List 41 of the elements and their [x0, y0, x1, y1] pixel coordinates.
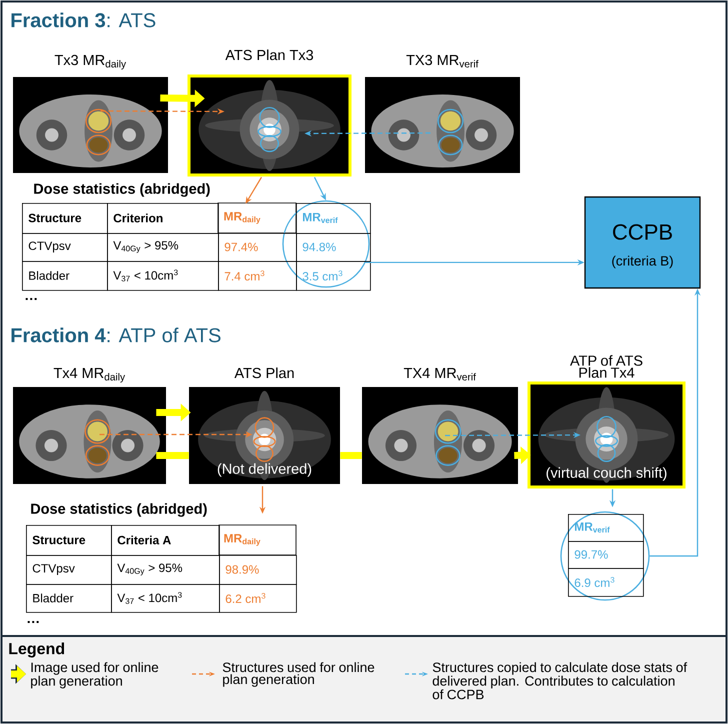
highlight-circle: [560, 511, 650, 601]
table-cell: V$_{40Gy}$ > 95%: [107, 233, 219, 262]
image-caption: (Not delivered): [218, 463, 312, 477]
table-cell: 97.4%: [218, 233, 297, 262]
column-header: MR$_{daily}$: [218, 524, 296, 556]
section-heading: Fraction 4: ATP of ATS: [12, 328, 220, 342]
image-title: TX4 MR$_{verif}$: [404, 368, 476, 380]
table-cell: 98.9%: [219, 555, 297, 585]
table-cell: Criteria A: [111, 525, 220, 556]
image-title: Tx3 MR$_{daily}$: [54, 54, 126, 70]
table-cell: 7.4 cm$^{3}$: [218, 261, 297, 291]
table-cell: V$_{37}$ < 10cm$^{3}$: [111, 584, 220, 613]
image-title: ATS Plan Tx3: [225, 50, 314, 60]
image-title: ATS Plan: [234, 368, 294, 378]
table-cell: Structure: [26, 525, 112, 556]
image-title: TX3 MR$_{verif}$: [406, 54, 478, 68]
legend-text: Structures copied to calculate dose stats of delivered plan. Contributes to calculation of CCPB: [432, 662, 688, 700]
table-cell: V$_{37}$ < 10cm$^{3}$: [107, 261, 219, 291]
table-cell: V$_{40Gy}$ > 95%: [111, 555, 220, 585]
table-cell: CTVpsv: [26, 555, 112, 585]
image-title: ATP of ATS Plan Tx4: [570, 355, 642, 378]
table-cell: 6.2 cm$^{3}$: [219, 584, 297, 613]
table-title: Dose statistics (abridged): [31, 503, 207, 517]
table-cell: Bladder: [26, 584, 112, 613]
table-cell: CTVpsv: [22, 233, 108, 262]
table-cell: 3.5 cm$^{3}$: [296, 261, 371, 291]
table-cell: Criterion: [107, 203, 219, 234]
ellipsis: …: [28, 620, 39, 624]
table-cell: Structure: [22, 203, 108, 234]
result-box: CCPB (criteria B): [584, 196, 701, 289]
highlight-circle: [282, 200, 370, 288]
table-title: Dose statistics (abridged): [34, 183, 210, 197]
ellipsis: …: [26, 298, 37, 300]
legend-title: Legend: [9, 642, 64, 658]
table-cell: Bladder: [22, 261, 108, 291]
image-title: Tx4 MR$_{daily}$: [54, 368, 126, 382]
image-caption: (virtual couch shift): [546, 467, 666, 481]
column-header: MR$_{daily}$: [218, 202, 296, 234]
legend-text: Structures used for online plan generation: [222, 662, 374, 687]
legend-text: Image used for online plan generation: [31, 662, 158, 688]
section-heading: Fraction 3: ATS: [12, 12, 156, 28]
